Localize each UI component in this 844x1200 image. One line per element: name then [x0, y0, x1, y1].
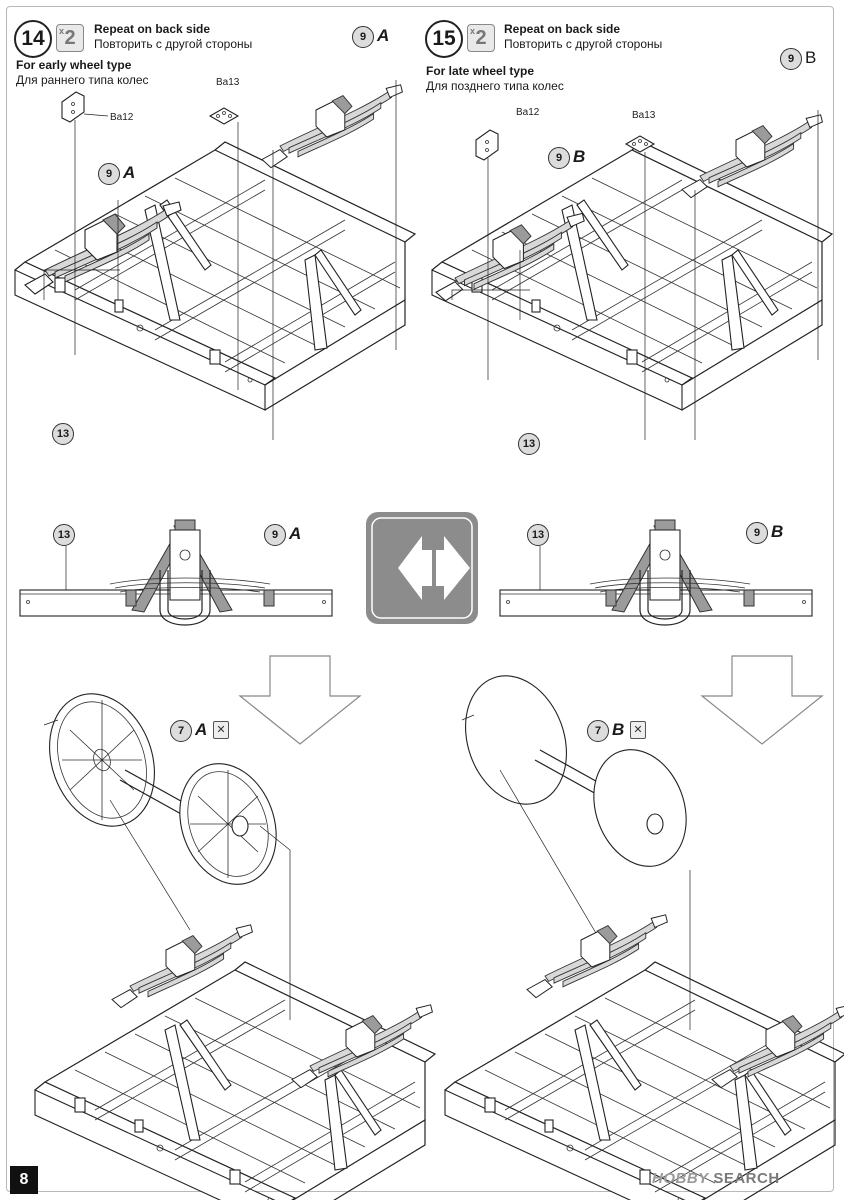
callout-letter: A [289, 524, 302, 543]
callout-9: 9 [98, 163, 120, 185]
callout-7: 7 [587, 720, 609, 742]
wheel-type-ru: Для раннего типа колес [16, 73, 149, 87]
callout-letter: B [771, 522, 784, 541]
callout-13: 13 [518, 433, 540, 455]
watermark: HOBBY SEARCH [652, 1170, 780, 1187]
repeat-text-en: Repeat on back side [504, 22, 621, 36]
callout-9: 9 [780, 48, 802, 70]
no-glue-icon: ✕ [213, 721, 229, 739]
repeat-text-ru: Повторить с другой стороны [504, 37, 663, 51]
callout-13: 13 [53, 524, 75, 546]
page-number: 8 [10, 1166, 38, 1194]
callout-letter-plain: B [805, 48, 817, 67]
double-arrow-icon [366, 512, 478, 624]
down-arrow-icon [239, 655, 361, 745]
callout-9: 9 [746, 522, 768, 544]
part-label-ba12: Ba12 [110, 112, 134, 123]
watermark-word: SEARCH [713, 1170, 780, 1187]
callout-letter: A [377, 26, 390, 45]
watermark-brand: HOBBY [652, 1170, 709, 1187]
no-glue-icon: ✕ [630, 721, 646, 739]
repeat-count: 2 [64, 27, 76, 49]
part-label-ba13: Ba13 [632, 110, 656, 121]
step-number-14: 14 [14, 20, 52, 58]
wheel-type-en: For early wheel type [16, 58, 132, 72]
part-label-ba12: Ba12 [516, 107, 540, 118]
callout-13: 13 [52, 423, 74, 445]
step-number-15: 15 [425, 20, 463, 58]
repeat-prefix: x [470, 26, 476, 36]
repeat-prefix: x [59, 26, 65, 36]
page-border [6, 6, 834, 1192]
repeat-text-ru: Повторить с другой стороны [94, 37, 253, 51]
callout-9: 9 [264, 524, 286, 546]
repeat-count: 2 [475, 27, 487, 49]
callout-7: 7 [170, 720, 192, 742]
callout-letter: B [573, 147, 586, 166]
callout-9: 9 [548, 147, 570, 169]
part-label-ba13: Ba13 [216, 77, 240, 88]
repeat-text-en: Repeat on back side [94, 22, 211, 36]
callout-letter: A [195, 720, 208, 739]
callout-letter: A [123, 163, 136, 182]
wheel-type-en: For late wheel type [426, 64, 535, 78]
callout-letter: B [612, 720, 625, 739]
callout-9: 9 [352, 26, 374, 48]
callout-13: 13 [527, 524, 549, 546]
wheel-type-ru: Для позднего типа колес [426, 79, 564, 93]
